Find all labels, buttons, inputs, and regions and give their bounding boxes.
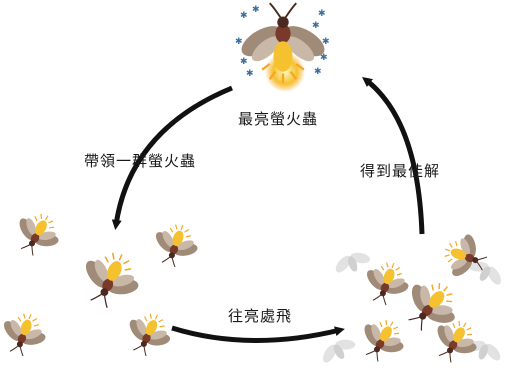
svg-text:✱: ✱ xyxy=(240,57,248,67)
svg-text:✱: ✱ xyxy=(246,69,254,79)
svg-text:✱: ✱ xyxy=(312,21,320,31)
label-brightest-firefly: 最亮螢火蟲 xyxy=(238,108,318,129)
svg-text:✱: ✱ xyxy=(240,11,248,21)
svg-text:✱: ✱ xyxy=(252,5,260,15)
svg-text:✱: ✱ xyxy=(235,37,243,47)
arrow-best-solution xyxy=(366,80,422,234)
arrow-move-toward xyxy=(172,328,340,341)
firefly-swarm-left xyxy=(0,203,206,363)
svg-text:✱: ✱ xyxy=(318,9,326,19)
label-move-toward: 往亮處飛 xyxy=(228,305,292,326)
svg-text:✱: ✱ xyxy=(314,67,322,77)
label-lead-swarm: 帶領一群螢火蟲 xyxy=(84,150,196,171)
svg-text:✱: ✱ xyxy=(320,53,328,63)
firefly-swarm-right xyxy=(315,226,508,371)
label-best-solution: 得到最佳解 xyxy=(360,160,440,181)
svg-text:✱: ✱ xyxy=(322,37,330,47)
brightest-firefly-icon: ✱✱ ✱✱ ✱✱ ✱✱ ✱✱ xyxy=(235,3,330,92)
